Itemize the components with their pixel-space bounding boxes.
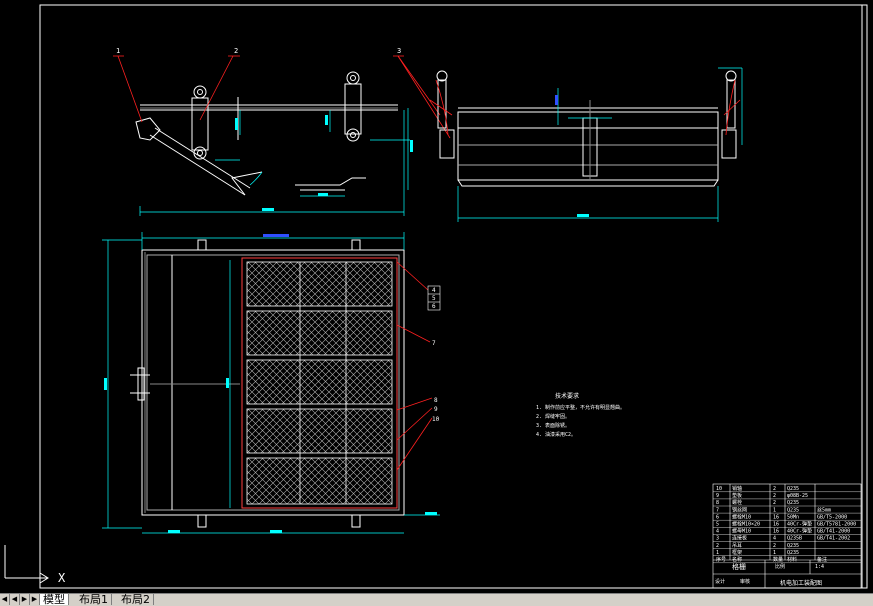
title-block-cell: 8	[716, 500, 719, 506]
title-block-cell: 2	[773, 493, 776, 499]
tech-requirements: 技术要求 1. 制作前应平整，不允许有明显翘曲。 2. 焊缝牢固。 3. 表面除…	[536, 392, 625, 438]
tech-item-4: 4. 油漆采用C2。	[536, 431, 576, 438]
title-block-cell: 9	[716, 493, 719, 499]
tab-layout2[interactable]: 布局2	[118, 594, 154, 605]
title-block-cell: 1	[716, 550, 719, 556]
title-block-cell: 1	[773, 550, 776, 556]
title-block-cell: 螺栓	[732, 499, 742, 506]
title-block-cell: GB/T5-2000	[817, 514, 847, 520]
callout-1: 1	[116, 47, 120, 55]
title-block-cell: 6	[716, 514, 719, 520]
ucs-icon	[4, 545, 49, 584]
title-block-cell: 螺母M10	[732, 528, 751, 535]
title-block-cell: 钢丝网	[732, 506, 747, 513]
drawing-canvas[interactable]: 1 2 3	[0, 0, 873, 593]
callout-4: 4	[432, 287, 436, 294]
title-block-cell: Q235	[787, 500, 799, 506]
title-block-cell: 序号	[716, 556, 726, 563]
title-block-cell: 2	[716, 543, 719, 549]
drawing-border	[39, 4, 868, 589]
tab-layout1[interactable]: 布局1	[76, 594, 112, 605]
title-block-cell: GB/T41-2002	[817, 536, 850, 542]
side-view	[436, 70, 737, 187]
layout-tab-bar: ◀ ◀ ▶ ▶ 模型 布局1 布局2	[0, 593, 873, 606]
title-block-cell: 4	[716, 529, 719, 535]
title-block-cell: 40Cr-弹垫	[787, 528, 812, 535]
plan-view	[130, 239, 405, 528]
title-block-cell: 2	[773, 486, 776, 492]
callout-10: 10	[432, 416, 440, 423]
callout-3: 3	[397, 47, 401, 55]
scale-value: 1:4	[815, 564, 824, 570]
title-block-cell: Q235	[787, 543, 799, 549]
title-block-cell: 5	[716, 522, 719, 528]
callout-5: 5	[432, 295, 436, 302]
plan-callouts	[396, 261, 433, 471]
check-label: 审核	[740, 578, 750, 585]
title-block-cell: Q235B	[787, 536, 802, 542]
title-block-cell: Q235	[787, 550, 799, 556]
front-callouts	[113, 55, 451, 139]
title-block-cell: 名称	[732, 556, 742, 563]
title-block-cell: 丝5mm	[817, 506, 831, 513]
title-block-cell: φ08B-25	[787, 493, 808, 499]
title-block-cell: 7	[716, 507, 719, 513]
callout-9: 9	[434, 406, 438, 413]
ucs-x-label: X	[58, 571, 66, 585]
title-block-cell: 螺栓M10×20	[732, 521, 760, 528]
title-block-cell: 销轴	[732, 485, 742, 492]
title-block-cell: Q235	[787, 507, 799, 513]
title-block-cell: 3	[716, 536, 719, 542]
title-block-cell: 10	[716, 486, 722, 492]
tab-model[interactable]: 模型	[40, 594, 69, 605]
drawing-name: 格栅	[732, 562, 746, 571]
title-block-cell: 2	[773, 543, 776, 549]
title-block-cell: GB/T5781-2000	[817, 522, 856, 528]
front-view	[135, 71, 398, 196]
front-dimensions	[139, 108, 410, 216]
scale-label: 比例	[775, 563, 785, 570]
title-block-cell: 框架	[732, 549, 742, 556]
title-block-cell: 材料	[787, 556, 797, 563]
title-block-cell: 备注	[817, 556, 827, 563]
designer-label: 设计	[715, 578, 725, 585]
callout-7: 7	[432, 340, 436, 347]
title-block-cell: 16	[773, 522, 779, 528]
title-block-cell: 16	[773, 529, 779, 535]
title-block-cell: 2	[773, 500, 776, 506]
title-block-cell: 吊耳	[732, 543, 742, 549]
tech-item-1: 1. 制作前应平整，不允许有明显翘曲。	[536, 404, 625, 411]
title-block-cell: 垫板	[732, 492, 742, 499]
title-block-cell: GB/T41-2000	[817, 529, 850, 535]
tab-next-icon[interactable]: ▶	[20, 594, 30, 605]
title-block-cell: 连接板	[732, 535, 747, 542]
tab-prev-icon[interactable]: ◀	[10, 594, 20, 605]
tech-title: 技术要求	[555, 392, 579, 400]
title-block-cell: 4	[773, 536, 776, 542]
callout-2: 2	[234, 47, 238, 55]
title-block-cell: 16	[773, 514, 779, 520]
title-block-cell: 螺栓M10	[732, 513, 751, 520]
callout-8: 8	[434, 397, 438, 404]
title-block-cell: 数量	[773, 556, 783, 563]
tech-item-3: 3. 表面除锈。	[536, 422, 570, 429]
title-block	[712, 483, 862, 589]
tab-last-icon[interactable]: ▶	[30, 594, 40, 605]
title-block-cell: 40Cr-弹垫	[787, 521, 812, 528]
title-block-cell: 1	[773, 507, 776, 513]
title-block-cell: Q235	[787, 486, 799, 492]
mesh-panels	[246, 261, 393, 505]
title-block-cell: 50Mn	[787, 514, 799, 520]
callout-6: 6	[432, 303, 436, 310]
project-name: 机电加工装配图	[780, 579, 822, 587]
tech-item-2: 2. 焊缝牢固。	[536, 413, 570, 420]
tab-first-icon[interactable]: ◀	[0, 594, 10, 605]
